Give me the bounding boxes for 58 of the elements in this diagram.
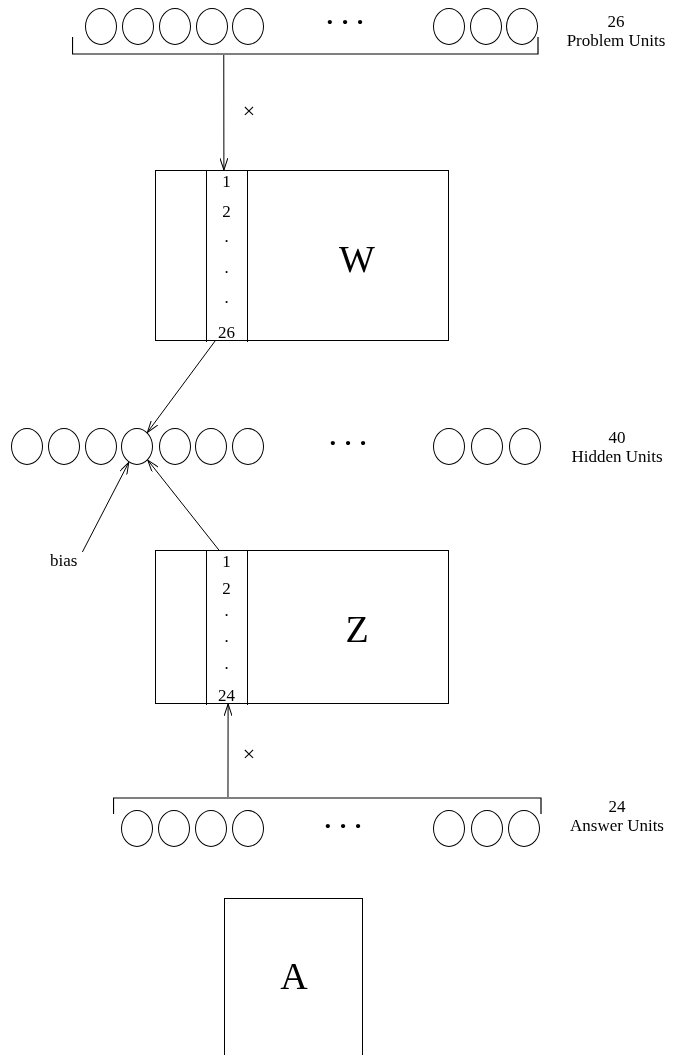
unit-circle	[232, 428, 264, 465]
arrow	[147, 459, 220, 551]
unit-circle	[121, 810, 153, 847]
edge-label: ×	[242, 100, 256, 120]
unit-circle	[121, 428, 153, 465]
edge-label: ×	[242, 743, 256, 763]
index-number: ·	[223, 263, 230, 282]
arrow	[219, 54, 229, 171]
unit-circle	[470, 8, 502, 45]
unit-circle	[433, 8, 465, 45]
matrix-label: W	[339, 239, 375, 279]
index-number: 2	[222, 203, 231, 222]
unit-circle	[159, 428, 191, 465]
layer-label: 24 Answer Units	[570, 797, 664, 835]
unit-circle	[433, 428, 465, 465]
unit-circle	[471, 810, 503, 847]
matrix-box	[155, 170, 449, 341]
unit-circle	[48, 428, 80, 465]
layer-label: 26 Problem Units	[566, 12, 666, 50]
layer-bracket	[113, 797, 542, 849]
arrow	[81, 461, 130, 553]
matrix-label: Z	[345, 609, 369, 649]
unit-circle	[11, 428, 43, 465]
index-number: 1	[222, 553, 231, 571]
index-number: ·	[223, 293, 230, 312]
unit-circle	[122, 8, 154, 45]
unit-circle	[506, 8, 538, 45]
unit-circle	[195, 428, 227, 465]
unit-circle	[158, 810, 190, 847]
unit-circle	[471, 428, 503, 465]
index-number: ·	[223, 633, 230, 652]
unit-circle	[433, 810, 465, 847]
index-number: 1	[222, 173, 231, 191]
ellipsis: · · ·	[325, 12, 365, 32]
unit-circle	[85, 8, 117, 45]
arrow	[223, 703, 233, 798]
index-number: ·	[223, 606, 230, 625]
matrix-box	[155, 550, 449, 704]
unit-circle	[159, 8, 191, 45]
ellipsis: · · ·	[328, 433, 368, 453]
index-number: ·	[223, 660, 230, 679]
index-number: ·	[223, 233, 230, 252]
layer-label: 40 Hidden Units	[571, 428, 663, 466]
unit-circle	[195, 810, 227, 847]
ellipsis: · · ·	[323, 816, 363, 836]
output-box	[224, 898, 363, 1055]
bias-label: bias	[50, 552, 86, 574]
index-number: 2	[222, 579, 231, 598]
index-number: 24	[218, 687, 235, 705]
matrix-label: A	[280, 956, 308, 996]
unit-circle	[509, 428, 541, 465]
unit-circle	[85, 428, 117, 465]
unit-circle	[508, 810, 540, 847]
arrow	[146, 340, 216, 433]
unit-circle	[232, 810, 264, 847]
unit-circle	[196, 8, 228, 45]
unit-circle	[232, 8, 264, 45]
index-number: 26	[218, 323, 235, 342]
